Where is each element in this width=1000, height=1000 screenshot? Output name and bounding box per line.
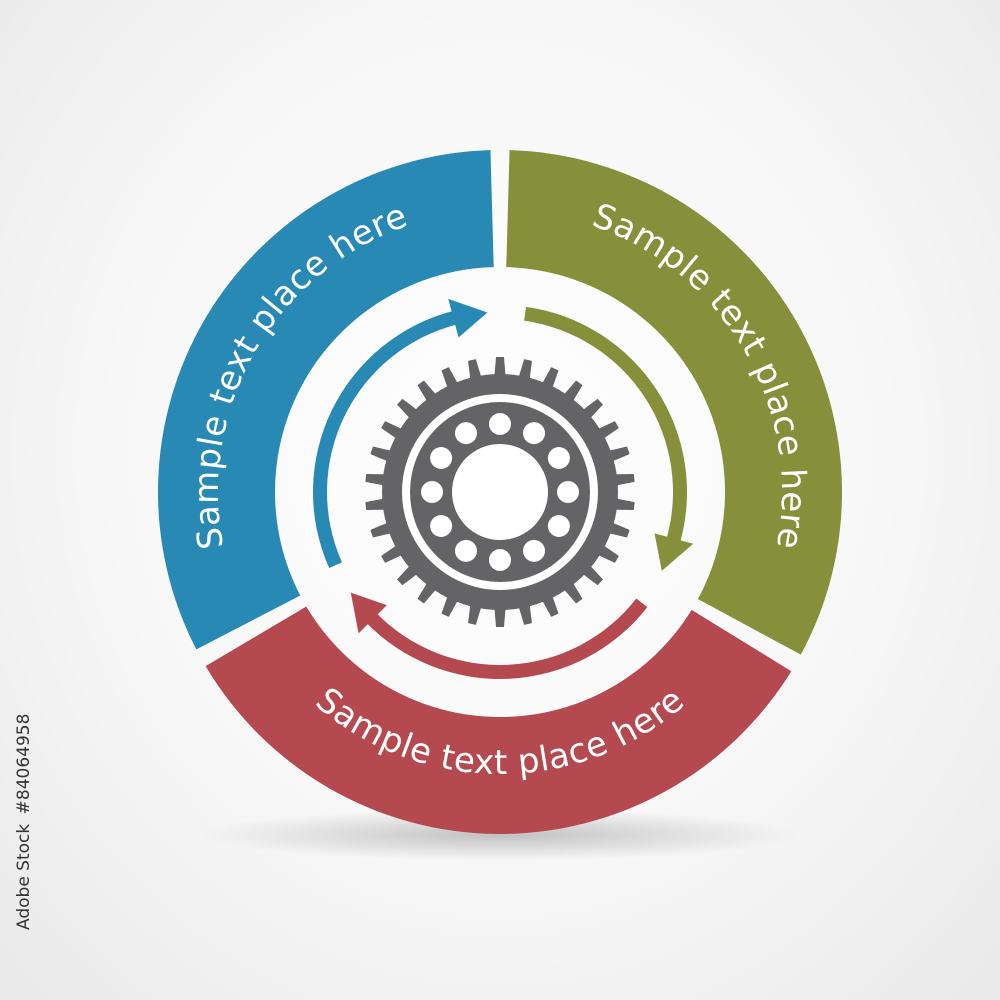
- gear-ball: [523, 422, 545, 445]
- gear-center-hole: [452, 444, 548, 540]
- gear-icon: [365, 357, 635, 627]
- cycle-arrowhead-2: [654, 533, 694, 571]
- cycle-arrowhead-3: [350, 592, 387, 634]
- gear-ball: [430, 515, 453, 537]
- stock-id: #84064958: [14, 713, 34, 815]
- cycle-arrow-3: [365, 598, 648, 679]
- gear-ball: [489, 413, 511, 435]
- stock-source: Adobe Stock: [14, 823, 34, 930]
- gear-ball: [523, 539, 545, 562]
- stock-watermark: Adobe Stock #84064958: [14, 714, 34, 930]
- segment-red: [205, 606, 792, 834]
- cycle-arrow-1: [313, 310, 459, 569]
- gear-ball: [430, 447, 453, 469]
- ring-segments: [158, 150, 842, 834]
- segment-green: [506, 150, 842, 655]
- gear-ball: [547, 515, 570, 537]
- gear-ball: [421, 481, 443, 503]
- gear-ball: [455, 422, 477, 445]
- cycle-arrow-2: [524, 306, 687, 544]
- cycle-arrowhead-1: [448, 298, 488, 338]
- gear-ball: [557, 481, 579, 503]
- cycle-arrows: [313, 298, 694, 679]
- segment-blue: [158, 150, 494, 650]
- drop-shadow: [200, 809, 800, 861]
- gear-ball: [455, 539, 477, 562]
- gear-ball: [489, 549, 511, 571]
- gear-ball: [547, 447, 570, 469]
